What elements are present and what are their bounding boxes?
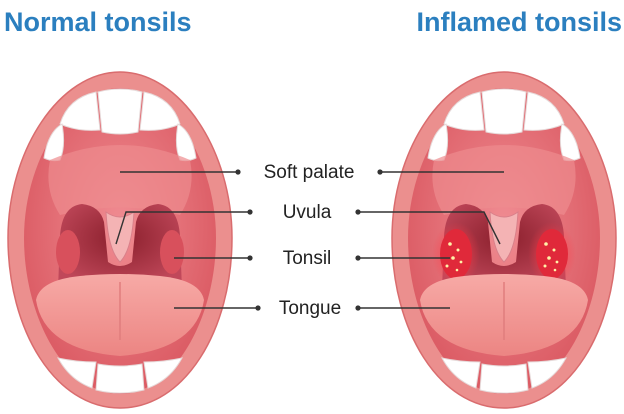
inflamed-tonsil-right [536,229,568,279]
leader-dots [235,169,382,310]
label-tongue: Tongue [279,298,341,319]
soft-palate [48,145,191,215]
tonsil-left [56,230,80,274]
inflamed-tonsil-left [440,229,472,279]
inflamed-mouth [392,72,616,408]
label-uvula: Uvula [283,202,332,223]
soft-palate [432,145,575,215]
tonsil-right [160,230,184,274]
label-tonsil: Tonsil [283,248,332,269]
normal-mouth [8,72,232,408]
label-soft-palate: Soft palate [264,162,355,183]
